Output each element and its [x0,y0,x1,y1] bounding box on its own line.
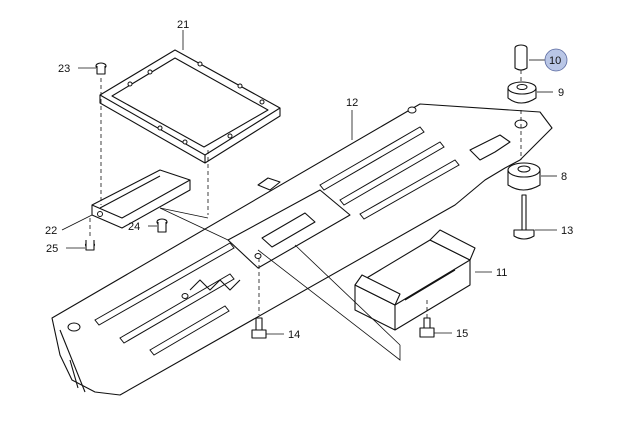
cover-21 [99,49,281,164]
bolt-14 [251,317,267,339]
callout-22: 22 [45,225,57,237]
callout-8: 8 [561,171,567,183]
callout-12: 12 [346,97,358,109]
bushing-10 [514,44,528,71]
callout-25: 25 [46,243,58,255]
plate-slot [149,305,230,356]
mounting-hole [67,322,81,332]
callout-15: 15 [456,328,468,340]
bolt-13 [513,194,535,240]
plate-slot [94,242,235,326]
callout-24: 24 [128,221,140,233]
callout-13: 13 [561,225,573,237]
bracket-22 [91,169,191,229]
plate-recess [227,189,351,269]
screw-23 [95,62,107,75]
mounting-hole [407,106,417,114]
plate-slot [119,273,235,344]
plate-slot [359,159,460,220]
callout-9: 9 [558,87,564,99]
spacer-8 [507,162,541,191]
assembly-lines [89,70,522,318]
callout-14: 14 [288,329,300,341]
bracket-11 [354,229,476,331]
callout-10-highlight [544,48,568,72]
callout-labels: 21 23 12 10 9 8 13 22 24 25 11 14 15 [45,19,573,341]
callout-23: 23 [58,63,70,75]
plate-slot [319,126,425,191]
undercover-plate-12 [51,103,553,396]
plate-slot [339,141,445,206]
screw-25 [84,240,96,251]
location-leaders [159,207,401,361]
callout-leaders [61,30,557,335]
callout-10: 10 [549,55,561,67]
screw-24 [156,218,168,233]
callout-11: 11 [496,267,507,279]
mount-9 [507,81,537,104]
bolt-15 [419,317,435,338]
callout-21: 21 [177,19,189,31]
